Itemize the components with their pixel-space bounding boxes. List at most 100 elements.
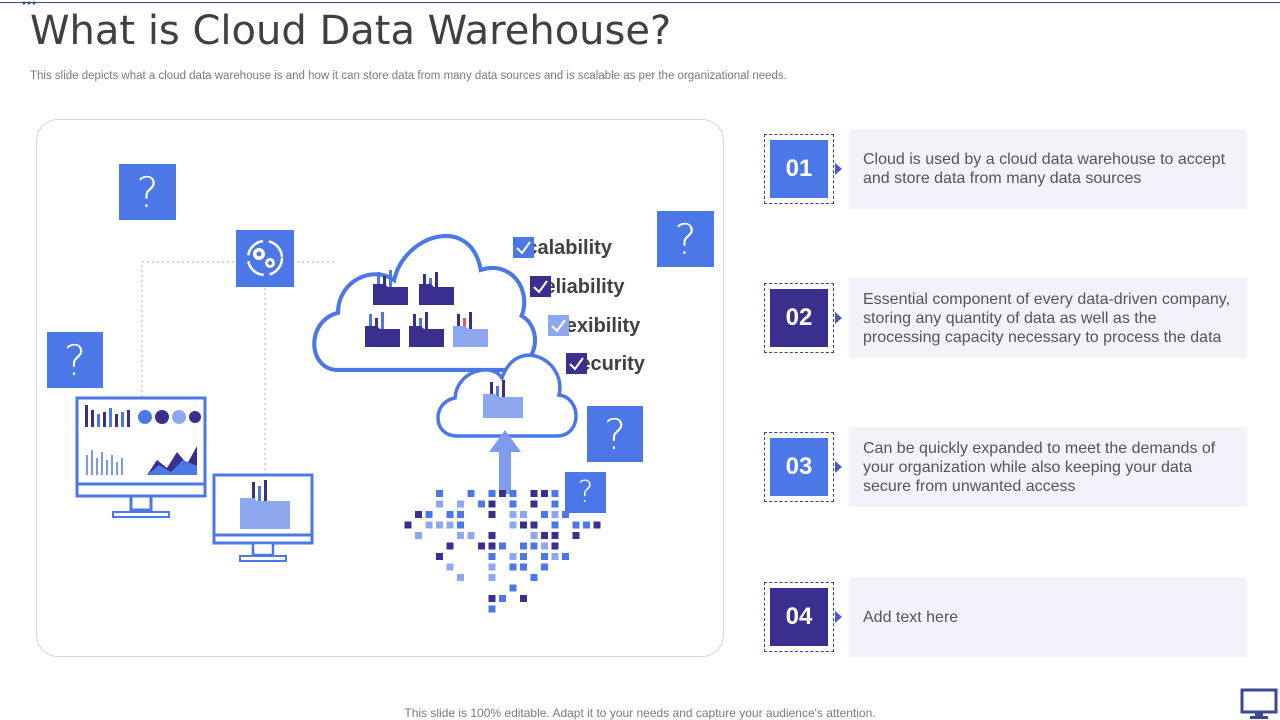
- data-pixel: [415, 511, 422, 518]
- top-rule: [0, 2, 1280, 3]
- page-title: What is Cloud Data Warehouse?: [30, 8, 672, 54]
- page-subtitle: This slide depicts what a cloud data war…: [30, 70, 787, 82]
- data-pixel: [436, 553, 443, 560]
- data-pixel: [530, 532, 538, 539]
- data-pixel: [583, 521, 590, 529]
- data-pixel: [478, 500, 485, 508]
- step-text: Cloud is used by a cloud data warehouse …: [849, 129, 1247, 209]
- folder-monitor-icon: [212, 473, 314, 562]
- small-cloud-folder-icon: [483, 380, 523, 418]
- data-pixel: [509, 521, 517, 529]
- data-pixel: [541, 563, 548, 571]
- data-pixel: [499, 595, 506, 602]
- data-pixel: [509, 584, 517, 592]
- data-pixel: [520, 511, 527, 518]
- data-pixel: [457, 574, 464, 581]
- data-pixel: [551, 542, 559, 550]
- data-pixel: [488, 511, 496, 518]
- data-pixel: [572, 532, 580, 539]
- step-number-frame: 03: [764, 432, 834, 502]
- data-pixel: [509, 500, 517, 508]
- checkbox-checked-icon: [530, 276, 551, 297]
- data-pixel: [541, 532, 548, 539]
- data-pixel: [425, 511, 433, 518]
- data-pixel: [593, 521, 601, 529]
- monitor-icon: [1240, 688, 1278, 719]
- step-item: 01 Cloud is used by a cloud data warehou…: [764, 129, 1248, 209]
- data-pixel: [467, 490, 475, 497]
- data-pixel: [551, 511, 559, 518]
- step-number-frame: 02: [764, 283, 834, 353]
- step-number-frame: 04: [764, 582, 834, 652]
- data-pixel: [499, 542, 506, 550]
- data-pixel: [520, 563, 527, 571]
- illustration-panel: ? ? ? ? ? Scalability Reliability Flexib…: [36, 119, 724, 657]
- data-pixel: [572, 521, 580, 529]
- data-pixel: [562, 511, 569, 518]
- data-pixel: [446, 521, 454, 529]
- top-dots-decoration: [22, 1, 36, 5]
- data-pixel: [488, 595, 496, 602]
- data-pixel: [551, 532, 559, 539]
- step-number: 04: [770, 588, 828, 646]
- checklist-item-scalability: Scalability: [513, 237, 612, 260]
- data-pixel: [520, 595, 527, 602]
- data-pixel: [520, 521, 527, 529]
- data-pixel: [457, 500, 464, 508]
- data-pixel: [562, 553, 569, 560]
- data-pixel: [446, 563, 454, 571]
- question-mark-box: ?: [47, 332, 103, 388]
- data-pixel: [520, 553, 527, 560]
- data-pixel: [530, 574, 538, 581]
- upload-arrow-icon: [489, 430, 521, 494]
- data-pixel: [488, 542, 496, 550]
- data-pixel: [488, 574, 496, 581]
- cloud-warehouse-illustration: [75, 230, 601, 613]
- checkbox-checked-icon: [566, 353, 587, 374]
- data-pixel: [509, 563, 517, 571]
- data-pixel: [541, 490, 548, 497]
- step-text: Add text here: [849, 577, 1247, 657]
- data-pixel: [488, 532, 496, 539]
- step-number: 02: [770, 289, 828, 347]
- data-pixel: [509, 511, 517, 518]
- data-pixels: [404, 490, 601, 613]
- step-arrow-icon: [835, 163, 842, 175]
- sync-gear-icon: [236, 230, 294, 287]
- data-pixel: [436, 490, 443, 497]
- data-pixel: [488, 605, 496, 613]
- checkbox-checked-icon: [548, 315, 569, 336]
- data-pixel: [541, 511, 548, 518]
- step-arrow-icon: [835, 611, 842, 623]
- data-pixel: [551, 500, 559, 508]
- checklist-item-reliability: Reliability: [530, 276, 624, 299]
- checkbox-checked-icon: [513, 237, 534, 258]
- checklist-item-flexibility: Flexibility: [548, 315, 640, 338]
- data-pixel: [520, 542, 527, 550]
- checklist-item-security: Security: [566, 353, 645, 376]
- data-pixel: [404, 521, 412, 529]
- question-mark-box: ?: [565, 472, 606, 513]
- checklist-label: Scalability: [513, 237, 612, 259]
- step-text: Can be quickly expanded to meet the dema…: [849, 427, 1247, 507]
- data-pixel: [488, 553, 496, 560]
- data-pixel: [509, 553, 517, 560]
- data-pixel: [446, 542, 454, 550]
- data-pixel: [509, 490, 517, 497]
- data-pixel: [541, 553, 548, 560]
- step-item: 04 Add text here: [764, 577, 1248, 657]
- data-pixel: [488, 500, 496, 508]
- data-pixel: [457, 521, 464, 529]
- step-item: 03 Can be quickly expanded to meet the d…: [764, 427, 1248, 507]
- data-pixel: [446, 511, 454, 518]
- data-pixel: [488, 563, 496, 571]
- question-mark-box: ?: [119, 164, 176, 220]
- data-pixel: [488, 490, 496, 497]
- data-pixel: [436, 521, 443, 529]
- data-pixel: [425, 521, 433, 529]
- data-pixel: [551, 553, 559, 560]
- checklist-label: Reliability: [530, 276, 625, 298]
- footer-note: This slide is 100% editable. Adapt it to…: [404, 706, 876, 720]
- data-pixel: [530, 490, 538, 497]
- step-number: 03: [770, 438, 828, 496]
